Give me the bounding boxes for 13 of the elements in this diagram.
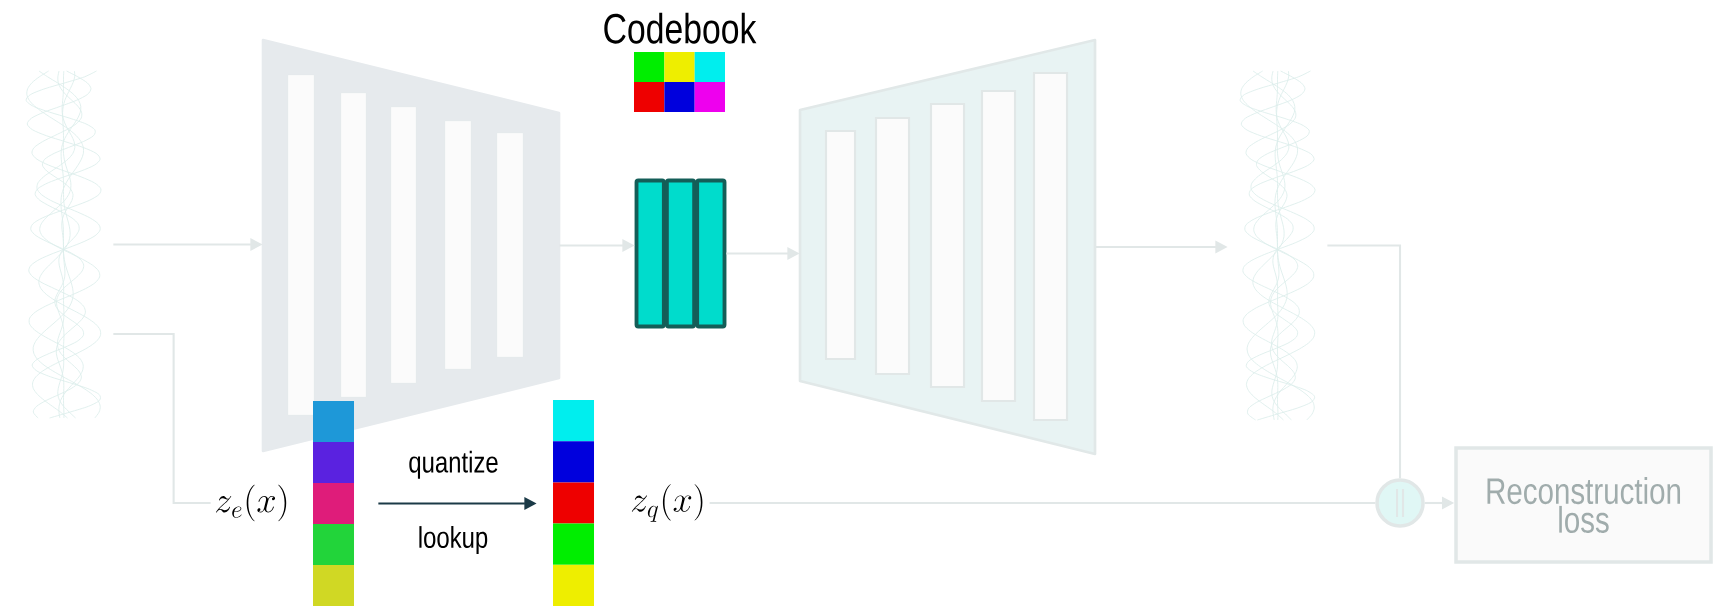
picture	[1239, 70, 1316, 421]
picture	[25, 70, 102, 419]
decoder-drawing	[798, 38, 1097, 456]
vector-label: $z_q(x)$	[631, 484, 703, 522]
text-label: lookup	[419, 526, 488, 554]
loss-box: Reconstruction loss	[1454, 446, 1713, 564]
vector-bar	[313, 401, 354, 606]
heading: Codebook	[604, 12, 757, 44]
vector-bar	[553, 400, 594, 606]
concat-circle	[1375, 478, 1425, 528]
latent-drawing	[634, 178, 727, 329]
vector-label: $z_e(x)$	[216, 484, 287, 522]
edge-label: quantize	[409, 450, 498, 479]
